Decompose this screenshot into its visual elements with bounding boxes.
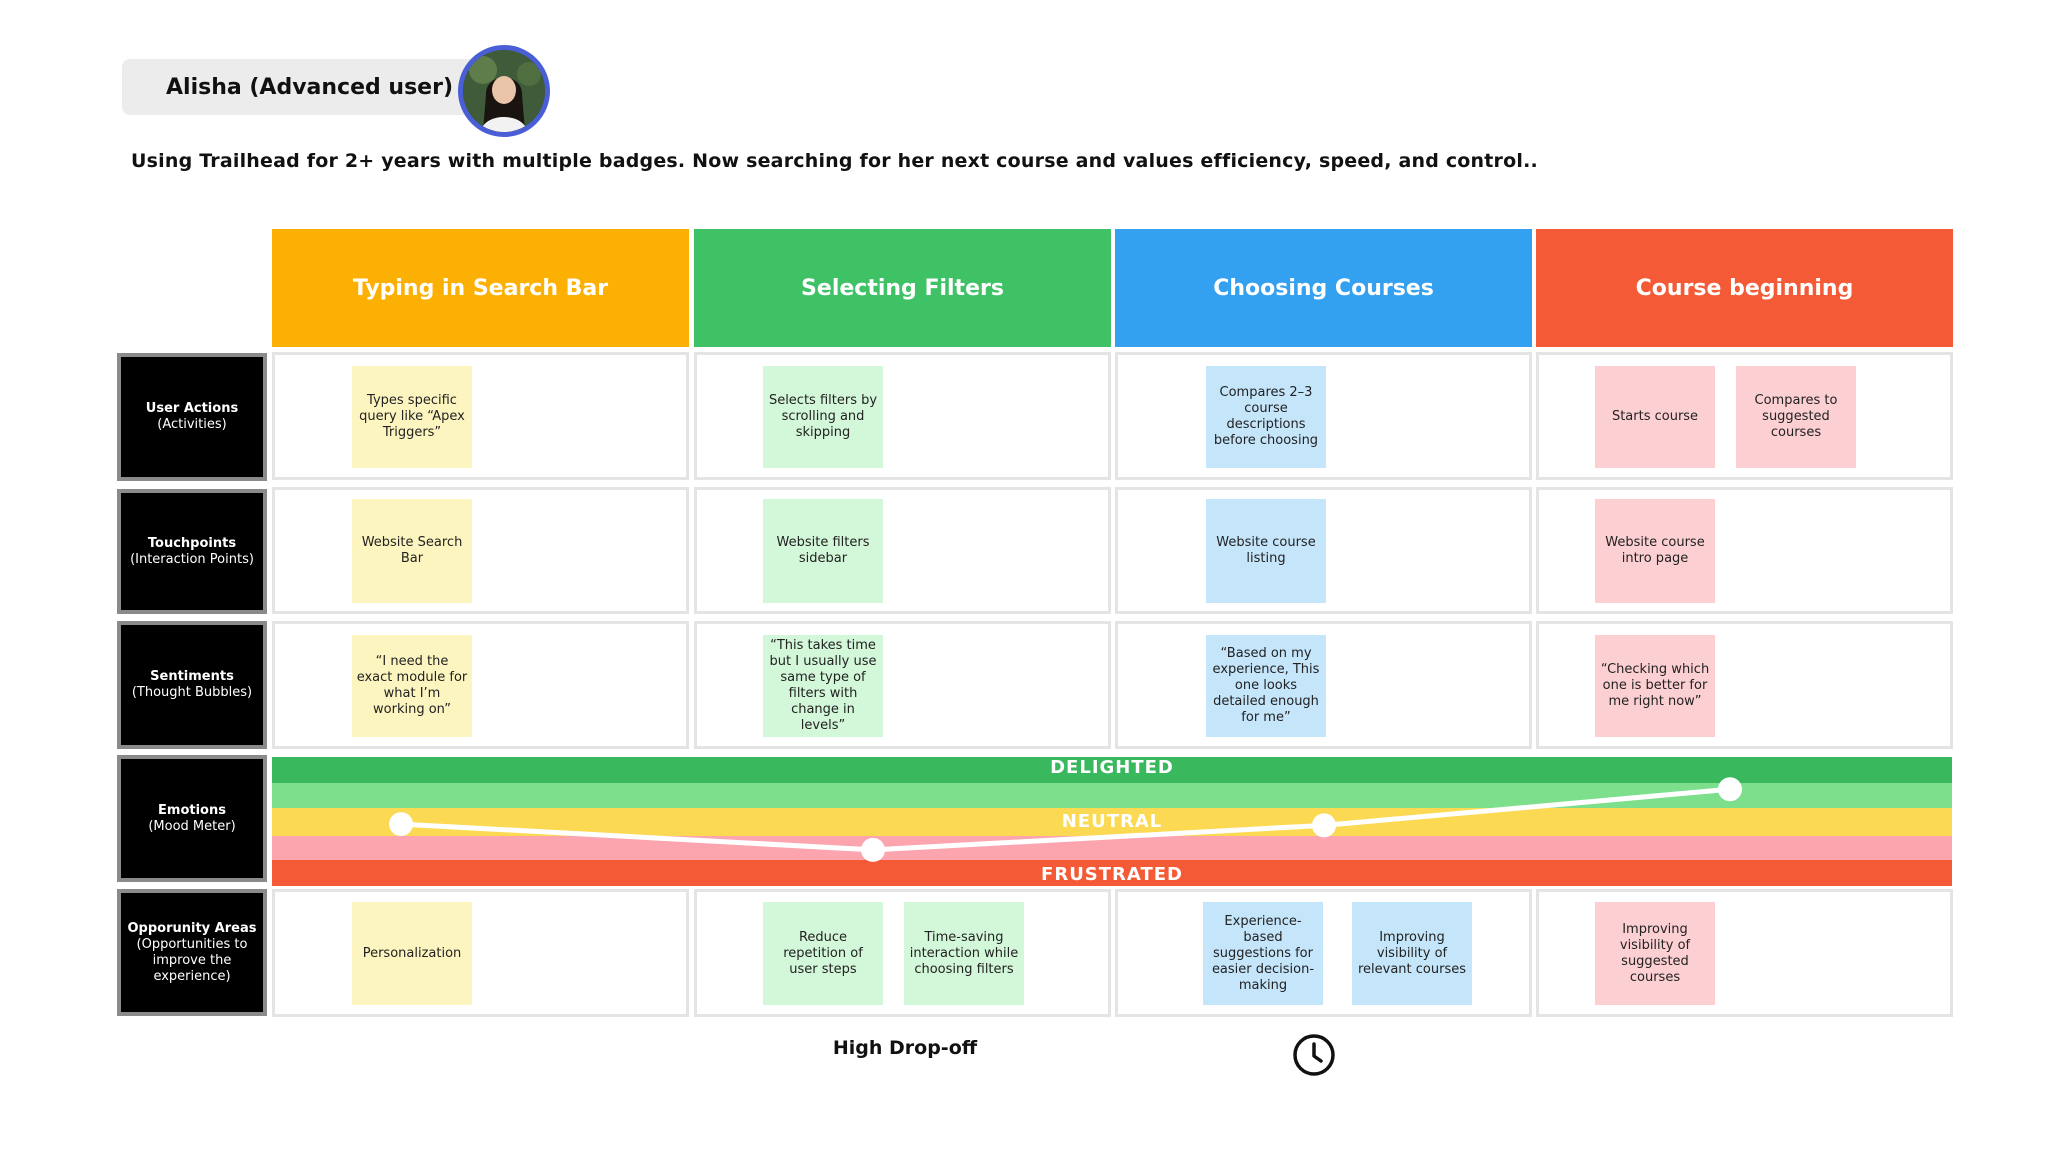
sticky-note: Website course intro page: [1595, 499, 1715, 603]
sticky-note: “Based on my experience, This one looks …: [1206, 635, 1326, 737]
phase-typing-in-search-bar: Typing in Search Bar: [272, 229, 689, 347]
mood-band-delighted: [272, 757, 1952, 783]
sticky-note: Compares to suggested courses: [1736, 366, 1856, 468]
sticky-note: “Checking which one is better for me rig…: [1595, 635, 1715, 737]
phase-course-beginning: Course beginning: [1536, 229, 1953, 347]
cell-user-actions-typing: [272, 352, 689, 480]
persona-description: Using Trailhead for 2+ years with multip…: [131, 150, 1538, 172]
cell-touchpoints-typing: [272, 487, 689, 614]
avatar-photo: [463, 50, 545, 132]
sticky-note: Website filters sidebar: [763, 499, 883, 603]
cell-sentiments-typing: [272, 621, 689, 749]
cell-opportunity-filters: [694, 889, 1111, 1017]
phase-selecting-filters: Selecting Filters: [694, 229, 1111, 347]
cell-sentiments-filters: [694, 621, 1111, 749]
mood-band-frustrated: [272, 860, 1952, 886]
sticky-note: Types specific query like “Apex Triggers…: [352, 366, 472, 468]
sticky-note: Starts course: [1595, 366, 1715, 468]
mood-label-delighted: DELIGHTED: [1050, 757, 1174, 778]
mood-label-neutral: NEUTRAL: [1061, 811, 1163, 832]
sticky-note: Experience-based suggestions for easier …: [1203, 902, 1323, 1005]
sticky-note: Reduce repetition of user steps: [763, 902, 883, 1005]
persona-name-pill: Alisha (Advanced user): [122, 59, 488, 115]
phase-choosing-courses: Choosing Courses: [1115, 229, 1532, 347]
high-drop-off-label: High Drop-off: [832, 1037, 978, 1059]
cell-user-actions-filters: [694, 352, 1111, 480]
sticky-note: Improving visibility of suggested course…: [1595, 902, 1715, 1005]
persona-name: Alisha (Advanced user): [166, 74, 453, 100]
row-label-sentiments: Sentiments(Thought Bubbles): [117, 621, 267, 749]
cell-opportunity-typing: [272, 889, 689, 1017]
cell-touchpoints-filters: [694, 487, 1111, 614]
persona-avatar: [458, 45, 550, 137]
row-label-touchpoints: Touchpoints(Interaction Points): [117, 489, 267, 614]
sticky-note: “I need the exact module for what I’m wo…: [352, 635, 472, 737]
mood-label-frustrated: FRUSTRATED: [1041, 864, 1183, 885]
sticky-note: Compares 2–3 course descriptions before …: [1206, 366, 1326, 468]
sticky-note: Selects filters by scrolling and skippin…: [763, 366, 883, 468]
row-label-opportunity-areas: Opporunity Areas(Opportunities to improv…: [117, 889, 267, 1016]
sticky-note: “This takes time but I usually use same …: [763, 635, 883, 737]
sticky-note: Website Search Bar: [352, 499, 472, 603]
mood-band-unhappy: [272, 836, 1952, 860]
clock-icon: [1293, 1034, 1335, 1076]
sticky-note: Website course listing: [1206, 499, 1326, 603]
mood-band-happy: [272, 783, 1952, 808]
row-label-emotions: Emotions(Mood Meter): [117, 755, 267, 882]
sticky-note: Personalization: [352, 902, 472, 1005]
sticky-note: Time-saving interaction while choosing f…: [904, 902, 1024, 1005]
sticky-note: Improving visibility of relevant courses: [1352, 902, 1472, 1005]
row-label-user-actions: User Actions(Activities): [117, 353, 267, 481]
